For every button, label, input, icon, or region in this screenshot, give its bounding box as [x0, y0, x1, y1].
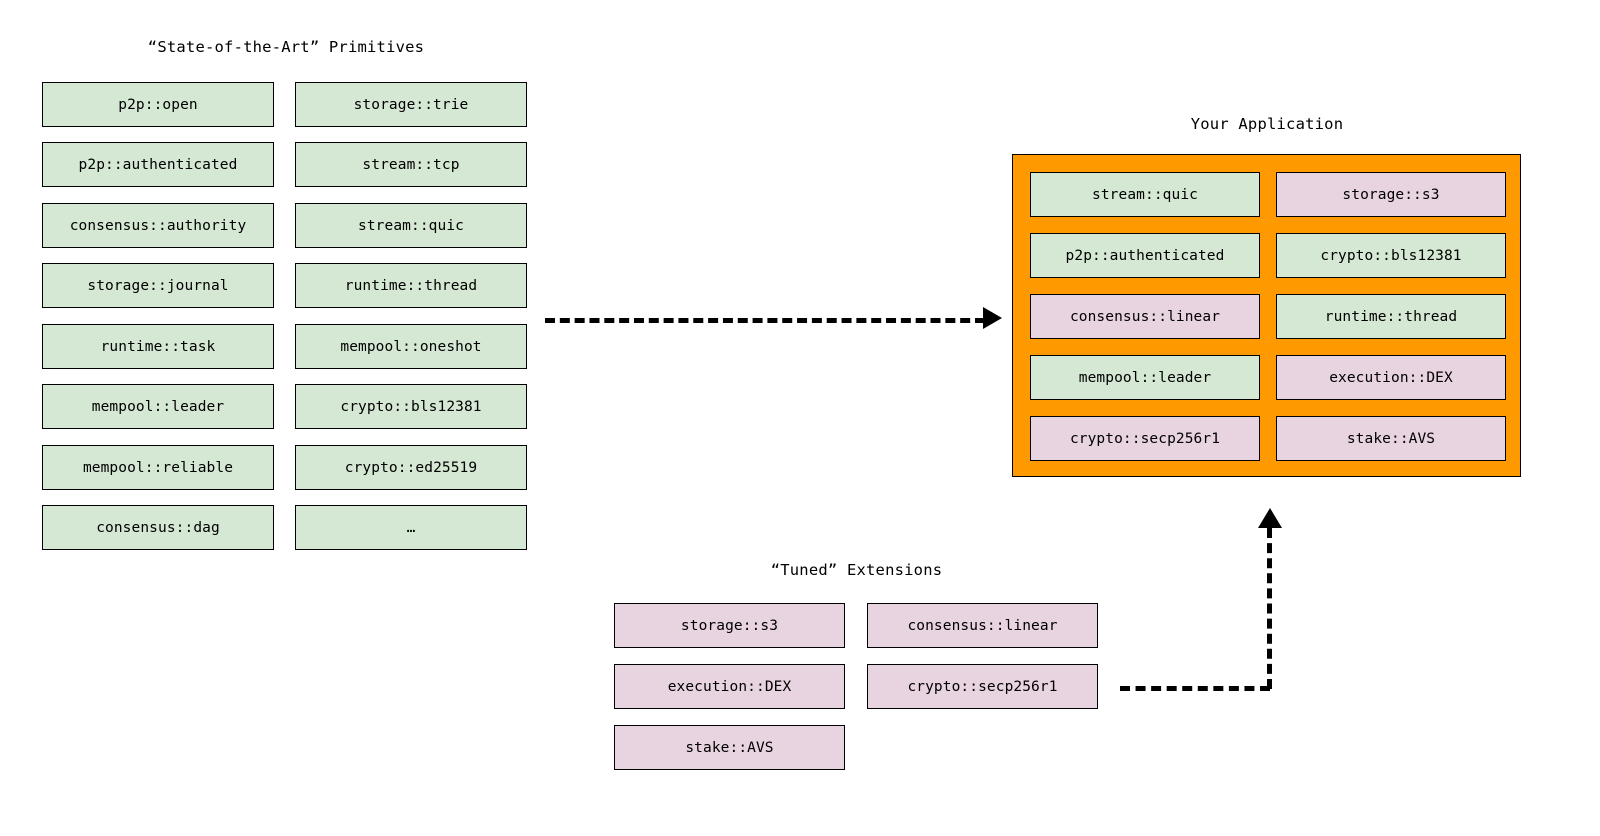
application-node-stream-quic[interactable]: stream::quic [1030, 172, 1260, 217]
application-node-consensus-linear[interactable]: consensus::linear [1030, 294, 1260, 339]
extension-node-crypto-secp256r1[interactable]: crypto::secp256r1 [867, 664, 1098, 709]
primitive-node-storage-trie[interactable]: storage::trie [295, 82, 527, 127]
application-node-stake-avs[interactable]: stake::AVS [1276, 416, 1506, 461]
application-node-runtime-thread[interactable]: runtime::thread [1276, 294, 1506, 339]
application-node-p2p-authenticated[interactable]: p2p::authenticated [1030, 233, 1260, 278]
primitive-node-mempool-reliable[interactable]: mempool::reliable [42, 445, 274, 490]
primitives-to-application-arrowhead-icon [983, 307, 1002, 329]
application-node-crypto-bls12381[interactable]: crypto::bls12381 [1276, 233, 1506, 278]
primitive-node-stream-quic[interactable]: stream::quic [295, 203, 527, 248]
primitive-node-mempool-leader[interactable]: mempool::leader [42, 384, 274, 429]
primitive-node-p2p-authenticated[interactable]: p2p::authenticated [42, 142, 274, 187]
extensions-to-application-dashed-line-horizontal [1120, 686, 1270, 691]
primitive-node-runtime-task[interactable]: runtime::task [42, 324, 274, 369]
primitive-node-consensus-authority[interactable]: consensus::authority [42, 203, 274, 248]
extension-node-consensus-linear[interactable]: consensus::linear [867, 603, 1098, 648]
extension-node-stake-avs[interactable]: stake::AVS [614, 725, 845, 770]
primitive-node-storage-journal[interactable]: storage::journal [42, 263, 274, 308]
application-node-execution-dex[interactable]: execution::DEX [1276, 355, 1506, 400]
primitive-node-stream-tcp[interactable]: stream::tcp [295, 142, 527, 187]
application-node-storage-s3[interactable]: storage::s3 [1276, 172, 1506, 217]
primitive-node-p2p-open[interactable]: p2p::open [42, 82, 274, 127]
primitives-section-title: “State-of-the-Art” Primitives [147, 38, 425, 56]
application-node-crypto-secp256r1[interactable]: crypto::secp256r1 [1030, 416, 1260, 461]
application-section-title: Your Application [1190, 115, 1344, 133]
primitive-node-crypto-ed25519[interactable]: crypto::ed25519 [295, 445, 527, 490]
primitive-node-runtime-thread[interactable]: runtime::thread [295, 263, 527, 308]
extension-node-storage-s3[interactable]: storage::s3 [614, 603, 845, 648]
extensions-to-application-arrowhead-icon [1258, 508, 1282, 528]
extension-node-execution-dex[interactable]: execution::DEX [614, 664, 845, 709]
primitive-node-ellipsis[interactable]: … [295, 505, 527, 550]
extensions-to-application-dashed-line-vertical [1267, 528, 1272, 689]
primitives-to-application-dashed-line [545, 318, 985, 323]
primitive-node-mempool-oneshot[interactable]: mempool::oneshot [295, 324, 527, 369]
extensions-section-title: “Tuned” Extensions [770, 561, 943, 579]
application-node-mempool-leader[interactable]: mempool::leader [1030, 355, 1260, 400]
primitive-node-consensus-dag[interactable]: consensus::dag [42, 505, 274, 550]
primitive-node-crypto-bls12381[interactable]: crypto::bls12381 [295, 384, 527, 429]
